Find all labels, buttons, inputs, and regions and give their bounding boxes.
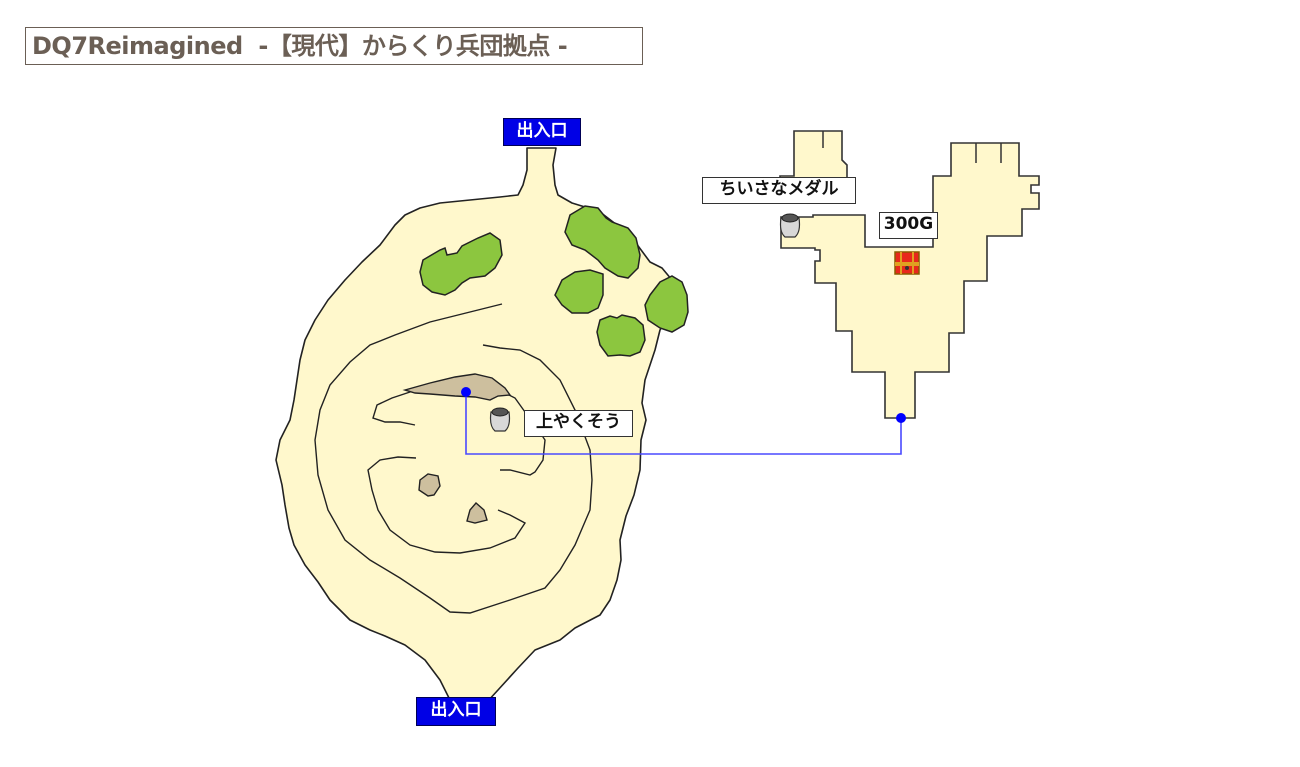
rock-ledge <box>402 373 512 401</box>
rock <box>466 502 488 524</box>
connector-dot[interactable] <box>461 387 471 397</box>
item-label-small-medal: ちいさなメダル <box>702 177 856 204</box>
item-label-gold: 300G <box>879 212 938 239</box>
pot-icon[interactable] <box>489 407 511 432</box>
map-title: DQ7Reimagined -【現代】からくり兵団拠点 - <box>25 27 643 65</box>
pot-icon[interactable] <box>779 213 801 238</box>
contour-line <box>314 303 593 614</box>
rock <box>418 473 441 497</box>
connector-dot[interactable] <box>896 413 906 423</box>
item-label-medicinal-herb: 上やくそう <box>524 410 633 437</box>
location-name: 【現代】からくり兵団拠点 <box>267 32 551 60</box>
title-separator: - <box>242 32 268 60</box>
exit-bottom[interactable]: 出入口 <box>416 697 496 726</box>
tree-cluster <box>644 275 689 333</box>
tree-cluster <box>419 232 503 296</box>
title-separator: - <box>549 32 568 60</box>
tree-cluster <box>554 269 604 314</box>
connector-line <box>465 392 902 455</box>
treasure-chest-icon[interactable] <box>894 251 920 275</box>
cave-area-right <box>780 142 1040 419</box>
game-title: DQ7Reimagined <box>32 32 243 60</box>
exit-top[interactable]: 出入口 <box>503 118 581 146</box>
tree-cluster <box>596 314 646 357</box>
contour-line <box>367 456 527 554</box>
tree-cluster <box>564 205 641 279</box>
